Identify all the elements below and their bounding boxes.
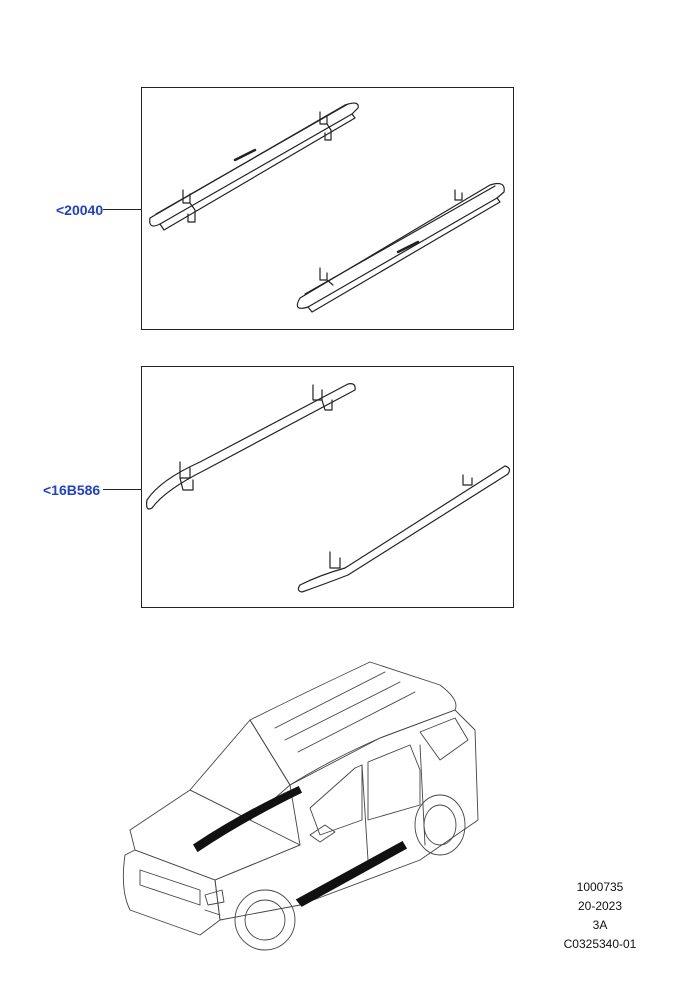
illustration-reference-block: 1000735 20-2023 3A C0325340-01 bbox=[540, 878, 660, 954]
vehicle-highlight-parts bbox=[192, 786, 408, 907]
side-tube-panel bbox=[141, 366, 514, 608]
reference-date: 20-2023 bbox=[577, 899, 623, 913]
reference-number: 1000735 bbox=[576, 880, 624, 894]
running-board-left bbox=[149, 102, 359, 231]
vehicle-illustration bbox=[122, 661, 479, 951]
reference-code: 3A bbox=[592, 918, 608, 932]
side-tube-right bbox=[297, 465, 511, 593]
callout-20040-link[interactable]: <20040 bbox=[56, 202, 104, 218]
callout-leader-20040 bbox=[103, 209, 141, 210]
callout-leader-16b586 bbox=[103, 489, 141, 490]
side-step-highlight bbox=[295, 840, 408, 907]
side-tube-left bbox=[145, 383, 356, 510]
roof-rail-highlight bbox=[192, 786, 303, 853]
callout-16b586-link[interactable]: <16B586 bbox=[43, 482, 101, 498]
reference-id: C0325340-01 bbox=[563, 937, 637, 951]
running-board-right bbox=[296, 182, 505, 313]
